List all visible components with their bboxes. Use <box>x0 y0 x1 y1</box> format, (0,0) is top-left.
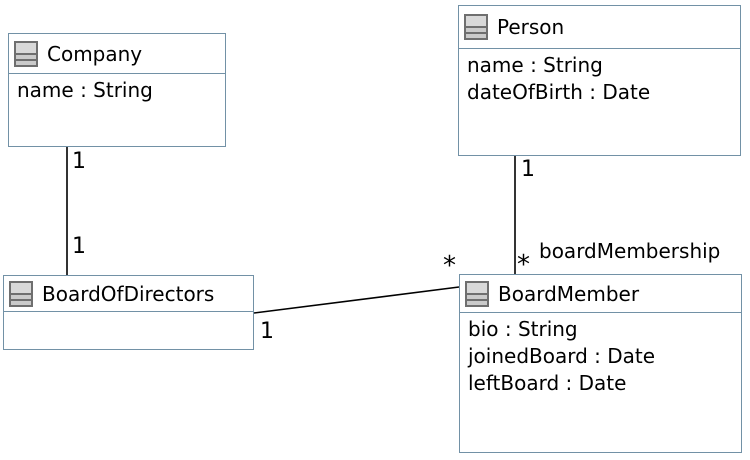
association-line-boardofdirectors-boardmember[interactable] <box>253 286 460 314</box>
multiplicity-label-boardofdirectors-end[interactable]: 1 <box>72 234 86 259</box>
multiplicity-label-boardmember-end[interactable]: * <box>517 250 530 280</box>
class-name-person: Person <box>497 15 565 39</box>
multiplicity-label-boardofdirectors-end2[interactable]: 1 <box>260 319 274 344</box>
class-header-company[interactable]: Company <box>9 34 225 74</box>
class-header-boardofdirectors[interactable]: BoardOfDirectors <box>4 276 253 312</box>
attribute-compartment-company: name : String <box>9 74 225 104</box>
multiplicity-label-company-end[interactable]: 1 <box>72 149 86 174</box>
attribute-compartment-boardmember: bio : String joinedBoard : Date leftBoar… <box>460 313 741 397</box>
attribute-row[interactable]: joinedBoard : Date <box>468 344 656 368</box>
role-label-boardmembership[interactable]: boardMembership <box>539 239 721 263</box>
class-name-boardmember: BoardMember <box>498 281 640 306</box>
multiplicity-label-boardmember-end2[interactable]: * <box>443 251 456 281</box>
uml-class-icon <box>465 280 489 307</box>
class-name-boardofdirectors: BoardOfDirectors <box>42 281 215 306</box>
attribute-row[interactable]: dateOfBirth : Date <box>467 80 651 104</box>
attribute-row[interactable]: bio : String <box>468 317 578 341</box>
class-box-company[interactable]: Company name : String <box>8 33 226 147</box>
attribute-row[interactable]: name : String <box>467 53 603 77</box>
attribute-row[interactable]: leftBoard : Date <box>468 371 627 395</box>
class-header-boardmember[interactable]: BoardMember <box>460 275 741 313</box>
class-name-company: Company <box>47 41 143 66</box>
class-box-boardmember[interactable]: BoardMember bio : String joinedBoard : D… <box>459 274 742 453</box>
multiplicity-label-person-end[interactable]: 1 <box>521 157 535 182</box>
attribute-row[interactable]: name : String <box>17 78 153 102</box>
attribute-compartment-boardofdirectors <box>4 312 253 315</box>
uml-class-icon <box>464 14 488 40</box>
class-box-boardofdirectors[interactable]: BoardOfDirectors <box>3 275 254 350</box>
attribute-compartment-person: name : String dateOfBirth : Date <box>459 49 740 106</box>
uml-class-icon <box>14 40 38 67</box>
class-header-person[interactable]: Person <box>459 6 740 49</box>
uml-class-icon <box>9 280 33 307</box>
class-box-person[interactable]: Person name : String dateOfBirth : Date <box>458 5 741 156</box>
